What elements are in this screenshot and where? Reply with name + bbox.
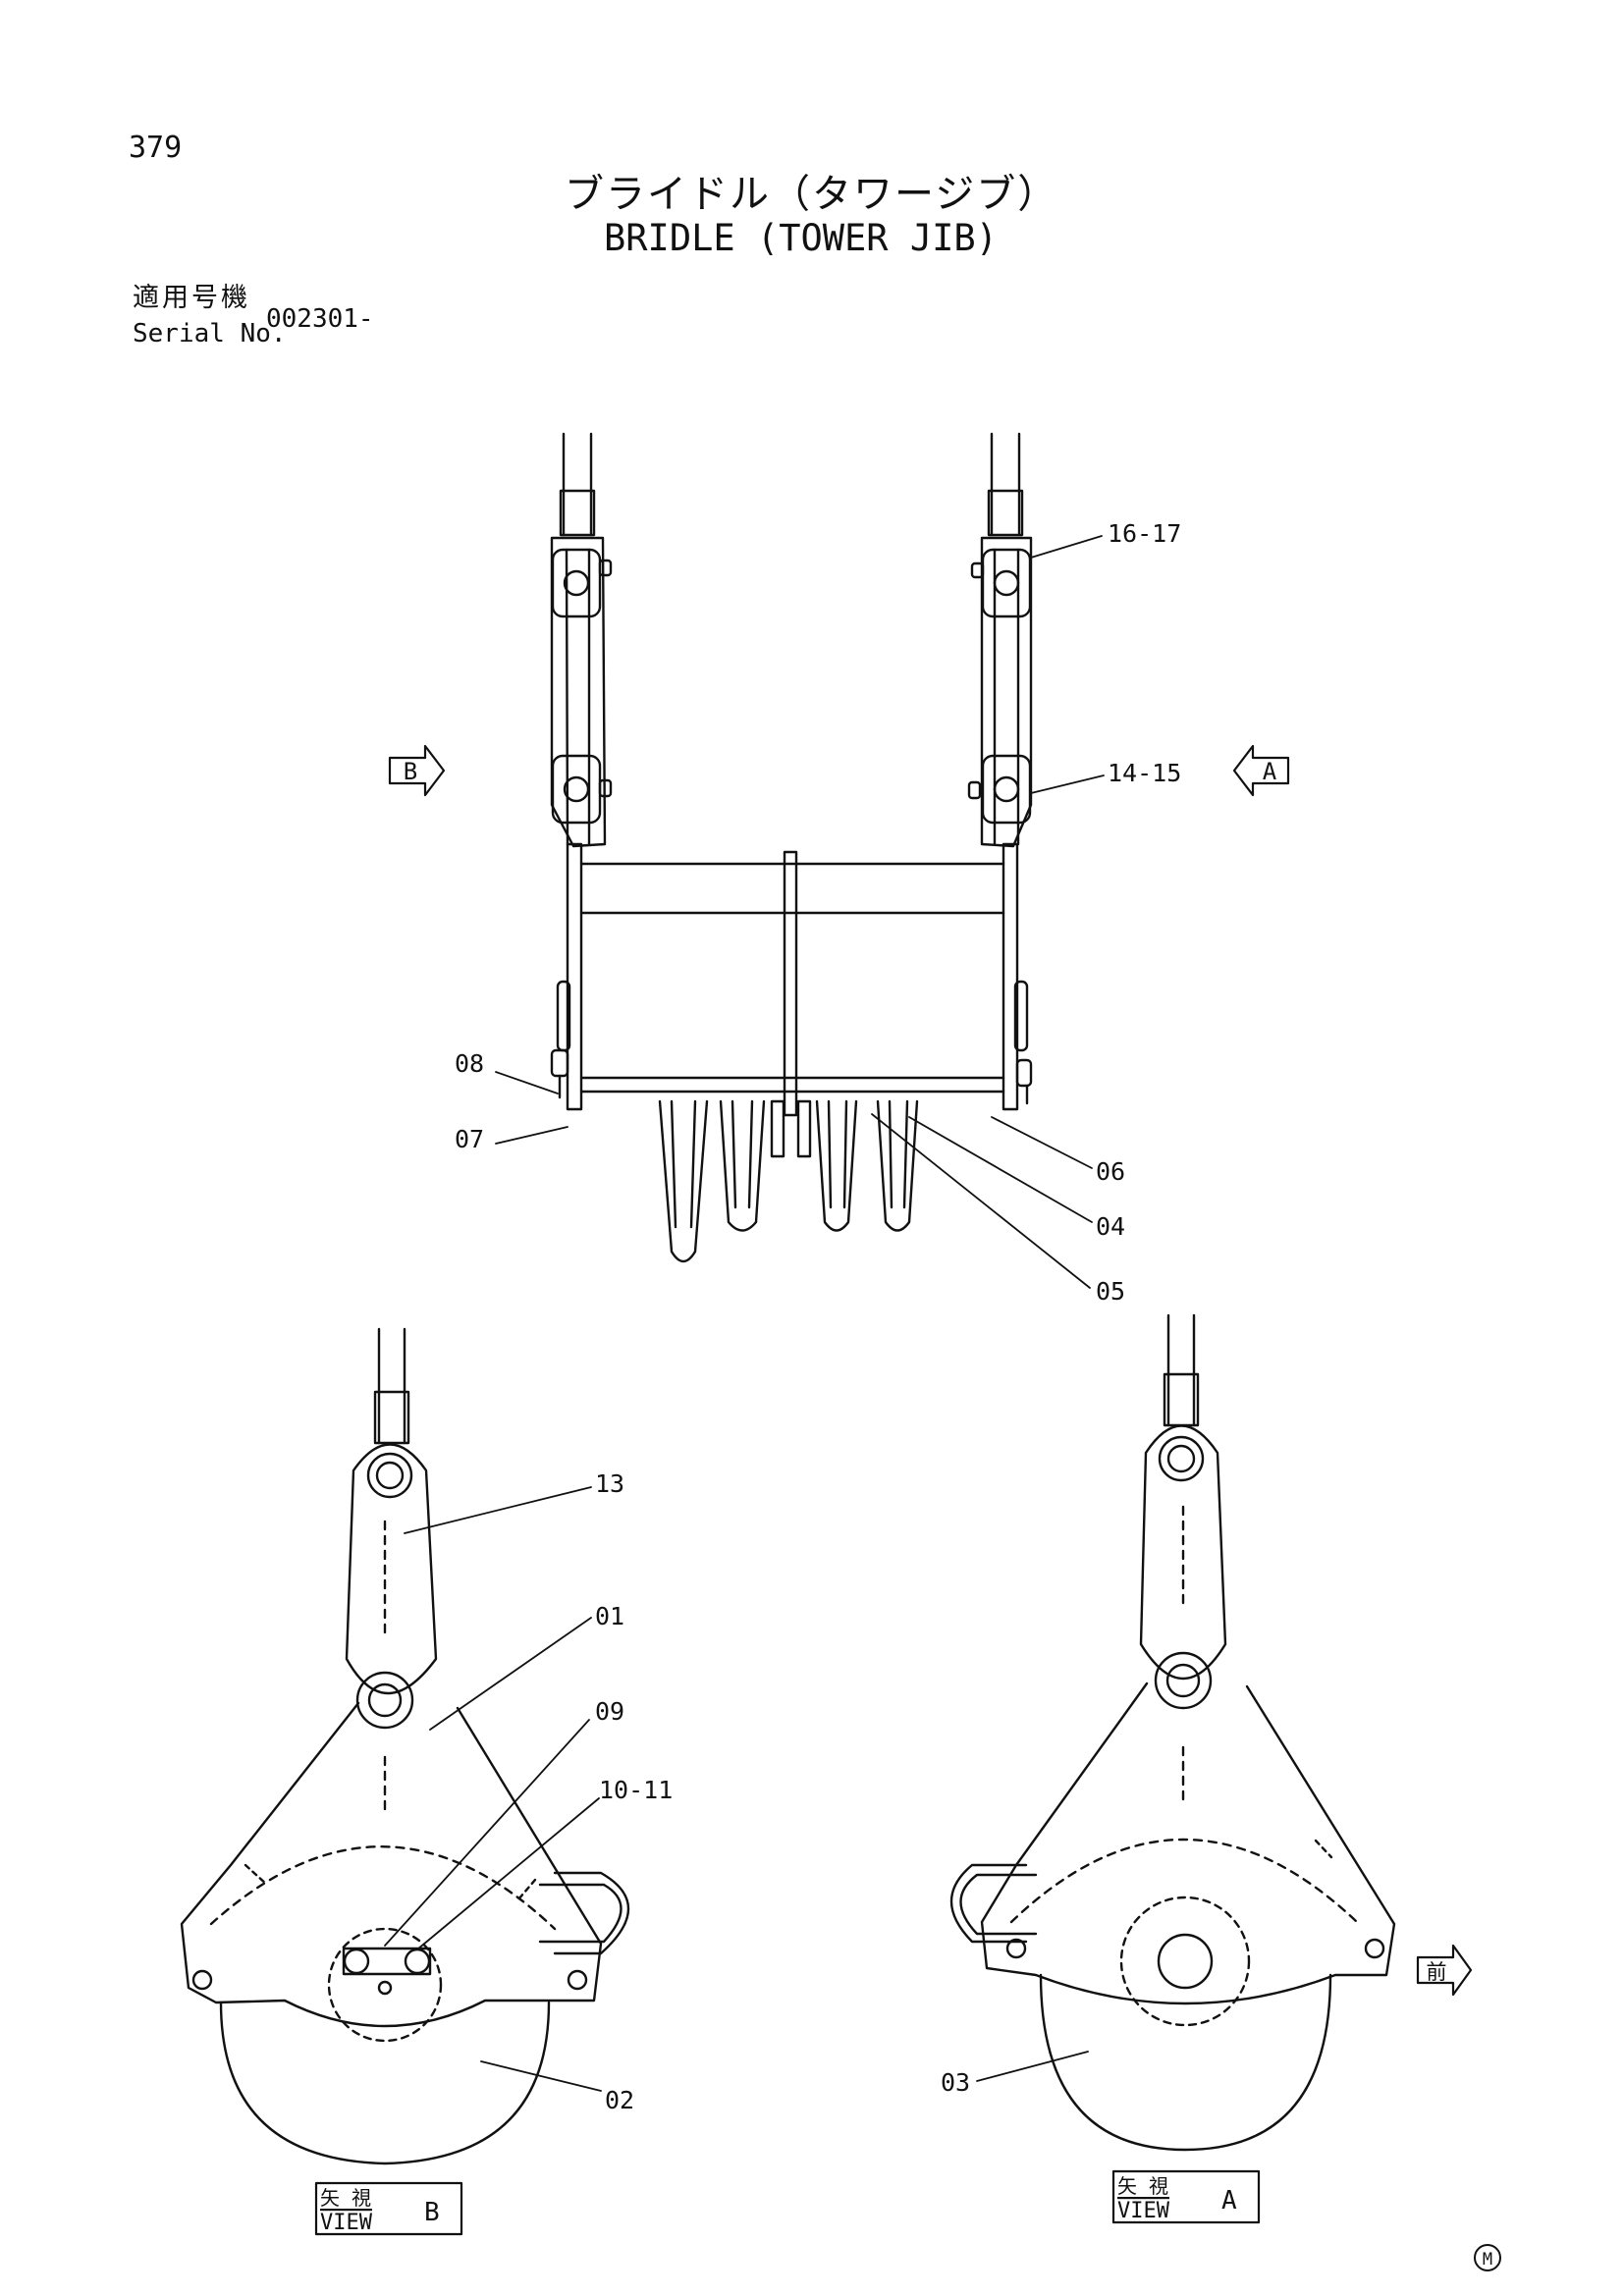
view-b-caption: 矢 視 VIEW B [314, 2181, 463, 2236]
label-06: 06 [1096, 1157, 1125, 1186]
view-a-arrow: A [1232, 744, 1290, 797]
label-07: 07 [455, 1125, 484, 1153]
page-title-japanese: ブライドル（タワージブ） [565, 172, 1059, 217]
label-05: 05 [1096, 1277, 1125, 1306]
label-08: 08 [455, 1049, 484, 1078]
front-direction-arrow: 前 [1416, 1944, 1473, 1997]
label-04: 04 [1096, 1212, 1125, 1241]
part-number-labels: 16-17 14-15 08 07 06 04 05 13 01 09 10-1… [455, 519, 1181, 2114]
serial-label-japanese: 適用号機 [133, 283, 250, 313]
top-assembly-view [550, 432, 1033, 1263]
page-title-english: BRIDLE (TOWER JIB) [604, 217, 998, 259]
label-09: 09 [595, 1697, 624, 1726]
corner-m-mark: M [1474, 2244, 1501, 2271]
front-arrow-label: 前 [1427, 1960, 1447, 1984]
label-02: 02 [605, 2086, 634, 2114]
label-01: 01 [595, 1602, 624, 1630]
view-b-arrow: B [388, 744, 446, 797]
view-a-side-view [949, 1313, 1396, 2152]
view-a-caption-letter: A [1221, 2186, 1237, 2216]
view-b-arrow-letter: B [404, 758, 417, 785]
label-10-11: 10-11 [599, 1776, 673, 1804]
view-a-caption-japanese: 矢 視 [1117, 2174, 1168, 2198]
label-13: 13 [595, 1469, 624, 1498]
view-a-caption-english: VIEW [1117, 2199, 1170, 2223]
leader-lines [384, 535, 1105, 2092]
view-a-caption: 矢 視 VIEW A [1111, 2169, 1261, 2224]
view-b-caption-japanese: 矢 視 [320, 2186, 371, 2210]
label-16-17: 16-17 [1108, 519, 1181, 548]
view-b-caption-letter: B [424, 2198, 440, 2227]
serial-number-value: 002301- [266, 304, 374, 334]
label-03: 03 [941, 2068, 970, 2097]
label-14-15: 14-15 [1108, 759, 1181, 787]
page-number: 379 [129, 131, 183, 165]
view-b-caption-english: VIEW [320, 2211, 373, 2235]
serial-label-english: Serial No. [133, 319, 287, 348]
corner-m-mark-letter: M [1483, 2250, 1492, 2269]
view-b-side-view [180, 1327, 629, 2165]
view-a-arrow-letter: A [1263, 758, 1277, 785]
